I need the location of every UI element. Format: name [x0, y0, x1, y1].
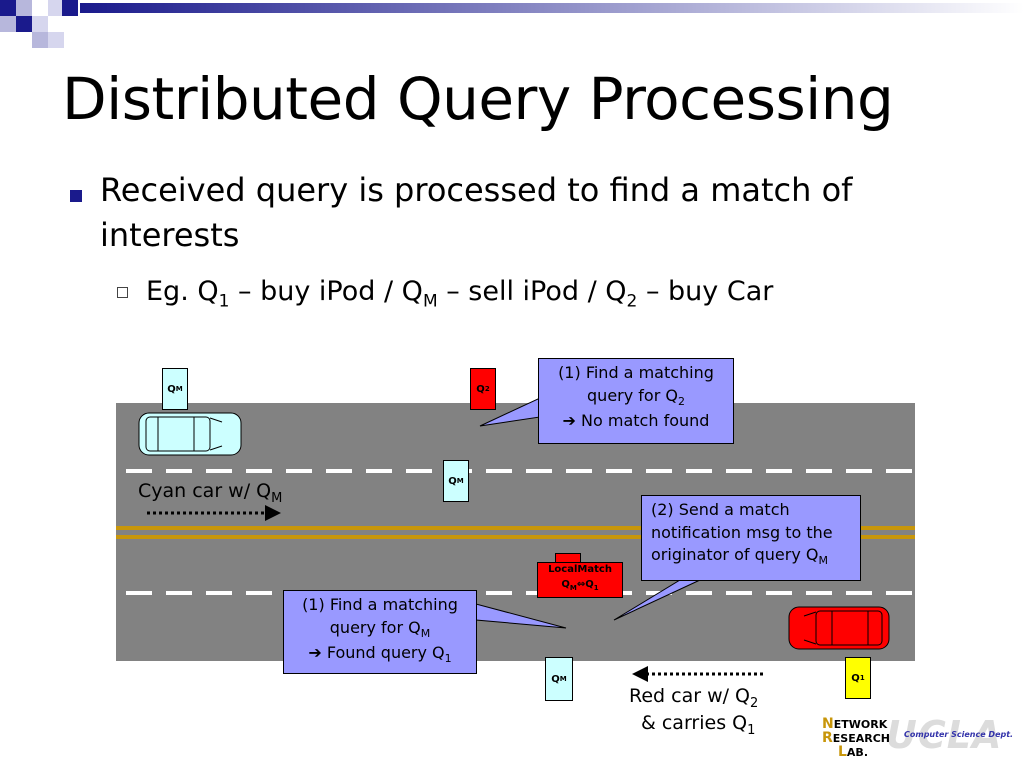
cyan-car-icon — [138, 412, 242, 456]
slide-title: Distributed Query Processing — [62, 65, 894, 133]
corner-square — [16, 0, 32, 16]
ucla-watermark: UCLA — [886, 713, 1003, 757]
bullet-text: Received query is processed to find a ma… — [100, 171, 853, 255]
red-direction-arrow-icon — [632, 666, 766, 682]
arrow-right-icon: ➔ — [562, 410, 576, 430]
corner-square — [32, 32, 48, 48]
local-match-box: LocalMatch QM⇔Q1 — [537, 562, 623, 598]
red-car-icon — [788, 606, 890, 650]
corner-square — [48, 32, 64, 48]
callout-send-notification: (2) Send a match notification msg to the… — [641, 495, 861, 581]
corner-square — [0, 0, 16, 16]
callout-no-match: (1) Find a matching query for Q2 ➔ No ma… — [538, 358, 734, 444]
corner-square — [62, 0, 78, 16]
header-gradient-bar — [80, 3, 1024, 13]
sub-bullet-box — [117, 287, 128, 298]
corner-square — [48, 0, 64, 16]
logo-lab: LAB. — [838, 744, 868, 760]
sub-bullet-text: Eg. Q1 – buy iPod / QM – sell iPod / Q2 … — [146, 276, 774, 312]
bullet-square — [70, 190, 82, 202]
cyan-car-label: Cyan car w/ QM — [138, 480, 283, 506]
cyan-direction-arrow-icon — [147, 505, 281, 521]
callout-found-query: (1) Find a matching query for QM ➔ Found… — [283, 590, 477, 674]
logo-research: RESEARCH — [822, 730, 890, 746]
logo-network: NETWORK — [822, 716, 888, 732]
local-match-tab — [555, 553, 581, 564]
network-research-lab-logo: UCLA NETWORK RESEARCH LAB. Computer Scie… — [820, 713, 1016, 763]
corner-square — [0, 16, 16, 32]
corner-square — [32, 16, 48, 32]
red-car-label: Red car w/ Q2 & carries Q1 — [629, 685, 759, 738]
logo-dept: Computer Science Dept. — [904, 730, 1014, 739]
corner-square — [16, 16, 32, 32]
arrow-right-icon: ➔ — [308, 642, 322, 662]
